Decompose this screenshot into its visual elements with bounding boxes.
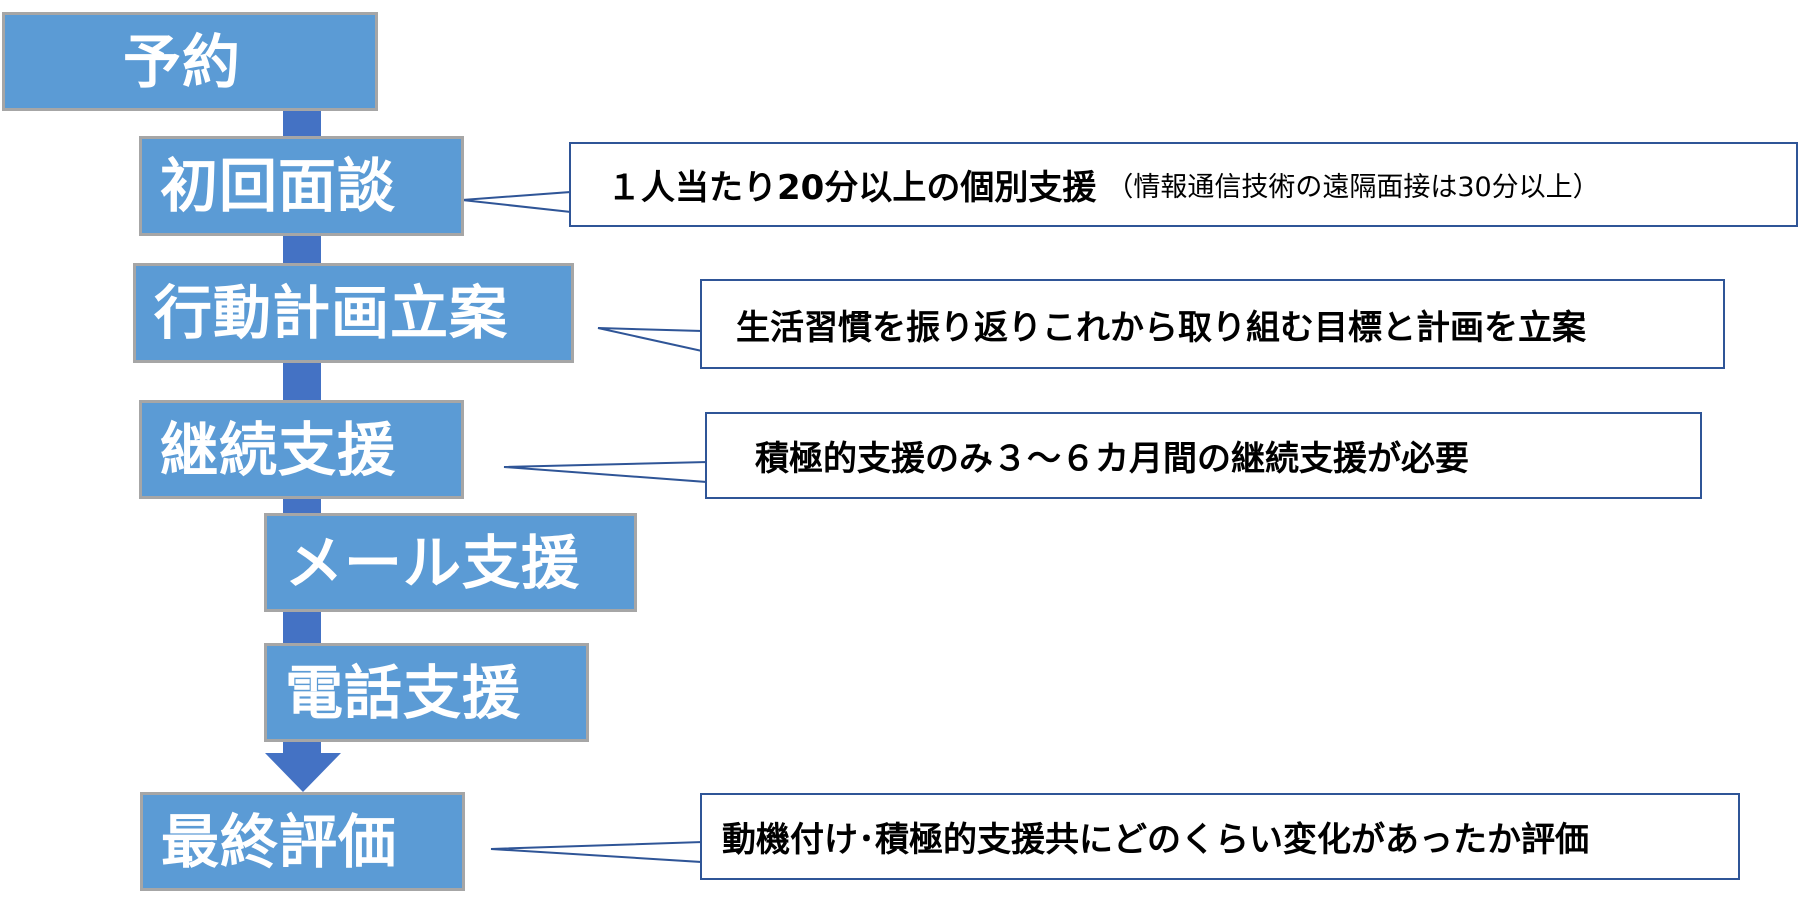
step-final-evaluation-label: 最終評価 [161, 807, 398, 876]
callout-action-plan-text: 生活習慣を振り返りこれから取り組む目標と計画を立案 [736, 307, 1586, 348]
step-phone-support: 電話支援 [264, 643, 589, 742]
step-initial-interview: 初回面談 [139, 136, 464, 236]
callout-action-plan: 生活習慣を振り返りこれから取り組む目標と計画を立案 [700, 279, 1725, 369]
flow-arrow-head [265, 753, 341, 792]
callout-continuing-support-text: 積極的支援のみ３～６カ月間の継続支援が必要 [755, 439, 1469, 479]
step-final-evaluation: 最終評価 [140, 792, 465, 891]
step-reservation: 予約 [2, 12, 378, 111]
callout-initial-interview: １人当たり20分以上の個別支援 （情報通信技術の遠隔面接は30分以上） [569, 142, 1798, 227]
step-reservation-label: 予約 [123, 27, 242, 96]
callout-final-evaluation-text: 動機付け･積極的支援共にどのくらい変化があったか評価 [722, 820, 1589, 860]
pointer-continuing-support [503, 460, 708, 484]
callout-initial-interview-text: １人当たり20分以上の個別支援 [607, 168, 1097, 208]
callout-continuing-support: 積極的支援のみ３～６カ月間の継続支援が必要 [705, 412, 1702, 499]
step-email-support-label: メール支援 [285, 528, 581, 597]
step-phone-support-label: 電話支援 [285, 658, 522, 727]
step-action-plan-label: 行動計画立案 [154, 279, 509, 347]
pointer-action-plan [597, 327, 703, 353]
pointer-initial-interview [461, 190, 572, 214]
step-continuing-support-label: 継続支援 [160, 415, 397, 484]
step-initial-interview-label: 初回面談 [160, 152, 397, 220]
callout-initial-interview-note: （情報通信技術の遠隔面接は30分以上） [1106, 172, 1600, 203]
step-continuing-support: 継続支援 [139, 400, 464, 499]
step-email-support: メール支援 [264, 513, 637, 612]
callout-final-evaluation: 動機付け･積極的支援共にどのくらい変化があったか評価 [700, 793, 1740, 880]
pointer-final-evaluation [490, 840, 703, 864]
step-action-plan: 行動計画立案 [133, 263, 574, 363]
